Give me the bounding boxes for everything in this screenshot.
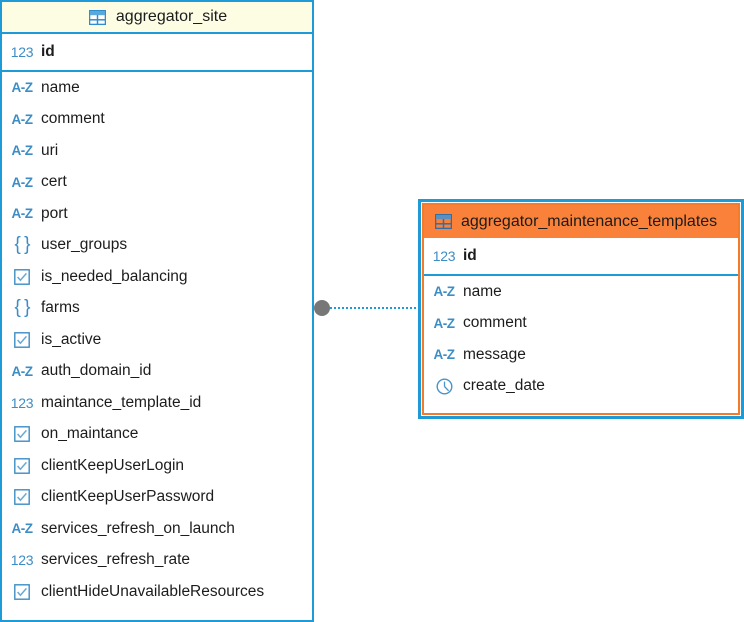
table-title: aggregator_maintenance_templates — [461, 213, 717, 231]
table-row[interactable]: A-Z comment — [424, 308, 738, 340]
table-aggregator-site[interactable]: aggregator_site 123 id A-Z name A-Z comm… — [0, 0, 314, 622]
text-icon: A-Z — [11, 80, 33, 95]
column-name: on_maintance — [41, 425, 138, 443]
column-name: comment — [463, 314, 527, 332]
text-icon: A-Z — [11, 206, 33, 221]
text-icon: A-Z — [11, 521, 33, 536]
table-row[interactable]: clientHideUnavailableResources — [2, 576, 312, 608]
primary-key-section: 123 id — [424, 238, 738, 276]
table-row[interactable]: A-Z auth_domain_id — [2, 356, 312, 388]
number-icon: 123 — [11, 395, 33, 411]
column-name: services_refresh_rate — [41, 551, 190, 569]
table-row[interactable]: 123 services_refresh_rate — [2, 545, 312, 577]
column-name: message — [463, 346, 526, 364]
table-row[interactable]: A-Z name — [424, 276, 738, 308]
column-name: name — [463, 283, 502, 301]
column-name: is_needed_balancing — [41, 268, 188, 286]
column-name: id — [41, 43, 55, 61]
boolean-icon — [11, 584, 33, 600]
json-icon: { } — [11, 297, 33, 319]
table-row[interactable]: A-Z cert — [2, 167, 312, 199]
column-name: auth_domain_id — [41, 362, 151, 380]
boolean-icon — [11, 458, 33, 474]
text-icon: A-Z — [433, 284, 455, 299]
table-row[interactable]: A-Z services_refresh_on_launch — [2, 513, 312, 545]
text-icon: A-Z — [433, 316, 455, 331]
column-name: services_refresh_on_launch — [41, 520, 235, 538]
table-row[interactable]: A-Z uri — [2, 135, 312, 167]
columns-section: A-Z name A-Z comment A-Z message — [424, 276, 738, 402]
number-icon: 123 — [11, 552, 33, 568]
column-name: cert — [41, 173, 67, 191]
column-name: comment — [41, 110, 105, 128]
column-name: is_active — [41, 331, 101, 349]
table-aggregator-maintenance-templates[interactable]: aggregator_maintenance_templates 123 id … — [418, 199, 744, 419]
column-name: uri — [41, 142, 58, 160]
text-icon: A-Z — [11, 364, 33, 379]
table-row[interactable]: A-Z comment — [2, 104, 312, 136]
column-name: user_groups — [41, 236, 127, 254]
table-icon — [432, 214, 454, 229]
table-row[interactable]: clientKeepUserPassword — [2, 482, 312, 514]
boolean-icon — [11, 489, 33, 505]
number-icon: 123 — [433, 248, 455, 264]
table-title: aggregator_site — [116, 8, 227, 26]
boolean-icon — [11, 332, 33, 348]
column-name: id — [463, 247, 477, 265]
column-name: farms — [41, 299, 80, 317]
table-row[interactable]: on_maintance — [2, 419, 312, 451]
table-header-aggregator-site[interactable]: aggregator_site — [2, 2, 312, 34]
table-row[interactable]: { } user_groups — [2, 230, 312, 262]
table-row[interactable]: 123 id — [2, 34, 312, 70]
boolean-icon — [11, 426, 33, 442]
table-row[interactable]: { } farms — [2, 293, 312, 325]
table-row[interactable]: is_active — [2, 324, 312, 356]
table-row[interactable]: 123 id — [424, 238, 738, 274]
boolean-icon — [11, 269, 33, 285]
table-row[interactable]: A-Z name — [2, 72, 312, 104]
table-row[interactable]: A-Z port — [2, 198, 312, 230]
datetime-icon — [433, 378, 455, 395]
text-icon: A-Z — [11, 175, 33, 190]
number-icon: 123 — [11, 44, 33, 60]
column-name: maintance_template_id — [41, 394, 201, 412]
table-row[interactable]: clientKeepUserLogin — [2, 450, 312, 482]
table-row[interactable]: is_needed_balancing — [2, 261, 312, 293]
column-name: clientKeepUserPassword — [41, 488, 214, 506]
text-icon: A-Z — [11, 143, 33, 158]
text-icon: A-Z — [433, 347, 455, 362]
column-name: create_date — [463, 377, 545, 395]
relationship-endpoint-marker[interactable] — [314, 300, 330, 316]
columns-section: A-Z name A-Z comment A-Z uri A-Z cert A-… — [2, 72, 312, 608]
table-row[interactable]: A-Z message — [424, 339, 738, 371]
text-icon: A-Z — [11, 112, 33, 127]
column-name: clientHideUnavailableResources — [41, 583, 264, 601]
column-name: clientKeepUserLogin — [41, 457, 184, 475]
relationship-line[interactable] — [322, 307, 420, 311]
primary-key-section: 123 id — [2, 34, 312, 72]
table-header-aggregator-maintenance-templates[interactable]: aggregator_maintenance_templates — [424, 205, 738, 238]
table-row[interactable]: 123 maintance_template_id — [2, 387, 312, 419]
column-name: port — [41, 205, 68, 223]
table-icon — [87, 10, 109, 25]
table-row[interactable]: create_date — [424, 371, 738, 403]
json-icon: { } — [11, 234, 33, 256]
column-name: name — [41, 79, 80, 97]
